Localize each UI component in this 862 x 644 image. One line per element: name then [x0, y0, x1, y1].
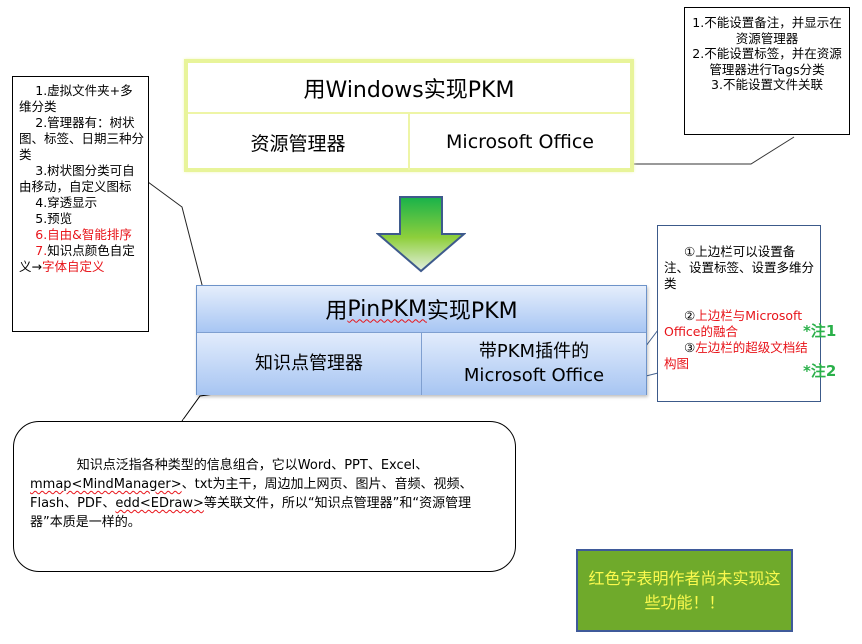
legend-box: 红色字表明作者尚未实现这些功能！！: [576, 549, 793, 632]
pinpkm-title-suffix: 实现PKM: [426, 299, 518, 324]
feature-item-6: 6.自由&智能排序: [35, 227, 132, 242]
down-arrow-icon: [376, 196, 466, 273]
description-part-2: 、txt为主干，周边加上网页、图片、音频、视频、Flash、PDF、: [30, 477, 473, 511]
win-note-connector: [616, 136, 795, 165]
description-text: 知识点泛指各种类型的信息组合，它以Word、PPT、Excel、 mmap<Min…: [30, 456, 497, 532]
windows-pkm-table: 用Windows实现PKM 资源管理器 Microsoft Office: [184, 59, 634, 172]
description-part-3: 等关联文件，所以“知识点管理器”和“资源管理器”本质是一样的。: [30, 496, 472, 530]
microsoft-office-cell: Microsoft Office: [408, 114, 630, 170]
pin-note-2-text: 上边栏与Microsoft Office的融合: [664, 308, 803, 339]
feature-item-7: 7.知识点颜色自定义→字体自定义: [19, 243, 144, 275]
feature-item-7-red-text: 字体自定义: [42, 259, 105, 274]
edd-term: edd<EDraw>: [115, 496, 204, 511]
arrow-right-icon: →: [31, 259, 42, 274]
pin-note-3-text: 左边栏的超级文档结构图: [664, 340, 808, 371]
note-tag-1: *注1: [803, 322, 837, 340]
limitation-item-1: 1.不能设置备注，并显示在资源管理器: [692, 15, 842, 46]
feature-item-1: 1.虚拟文件夹+多维分类: [19, 83, 133, 114]
feature-item-7-number: 7.: [35, 243, 48, 258]
feature-item-5: 5.预览: [35, 211, 73, 226]
feature-item-4: 4.穿透显示: [35, 195, 98, 210]
pinpkm-notes-callout: ①上边栏可以设置备注、设置标签、设置多维分类 ②上边栏与Microsoft Of…: [657, 225, 821, 402]
knowledge-manager-cell: 知识点管理器: [197, 333, 421, 395]
knowledge-point-description: 知识点泛指各种类型的信息组合，它以Word、PPT、Excel、 mmap<Min…: [13, 421, 516, 572]
pin-note-1: ①上边栏可以设置备注、设置标签、设置多维分类: [664, 244, 815, 291]
office-plugin-cell: 带PKM插件的 Microsoft Office: [421, 333, 646, 395]
office-plugin-line1: 带PKM插件的: [478, 341, 590, 362]
resource-manager-cell: 资源管理器: [250, 132, 346, 155]
windows-limitations-callout: 1.不能设置备注，并显示在资源管理器 2.不能设置标签，并在资源管理器进行Tag…: [684, 7, 850, 135]
description-part-1: 知识点泛指各种类型的信息组合，它以Word、PPT、Excel、: [76, 458, 429, 473]
windows-pkm-title: 用Windows实现PKM: [188, 63, 630, 114]
pin-note-2-marker: ②: [684, 308, 696, 323]
limitation-item-3: 3.不能设置文件关联: [711, 77, 823, 92]
pin-note-3-marker: ③: [684, 340, 696, 355]
pin-note-2: ②上边栏与Microsoft Office的融合: [664, 308, 816, 340]
limitation-item-2: 2.不能设置标签，并在资源管理器进行Tags分类: [692, 46, 842, 77]
note-tag-2: *注2: [803, 362, 837, 380]
pin-note-3: ③左边栏的超级文档结构图: [664, 340, 816, 372]
pinpkm-title-name: PinPKM: [347, 296, 427, 322]
pinpkm-title-prefix: 用: [325, 299, 348, 324]
pinpkm-features-callout: 1.虚拟文件夹+多维分类 2.管理器有：树状图、标签、日期三种分类 3.树状图分…: [12, 76, 149, 332]
feature-item-2: 2.管理器有：树状图、标签、日期三种分类: [19, 115, 145, 162]
feature-item-7-text: 知识点颜色自定义: [19, 243, 135, 274]
feature-item-3: 3.树状图分类可自由移动，自定义图标: [19, 163, 135, 194]
legend-text: 红色字表明作者尚未实现这些功能！！: [588, 568, 781, 612]
mmap-term: mmap<MindManager>: [30, 477, 182, 492]
office-plugin-line2: Microsoft Office: [463, 365, 605, 386]
